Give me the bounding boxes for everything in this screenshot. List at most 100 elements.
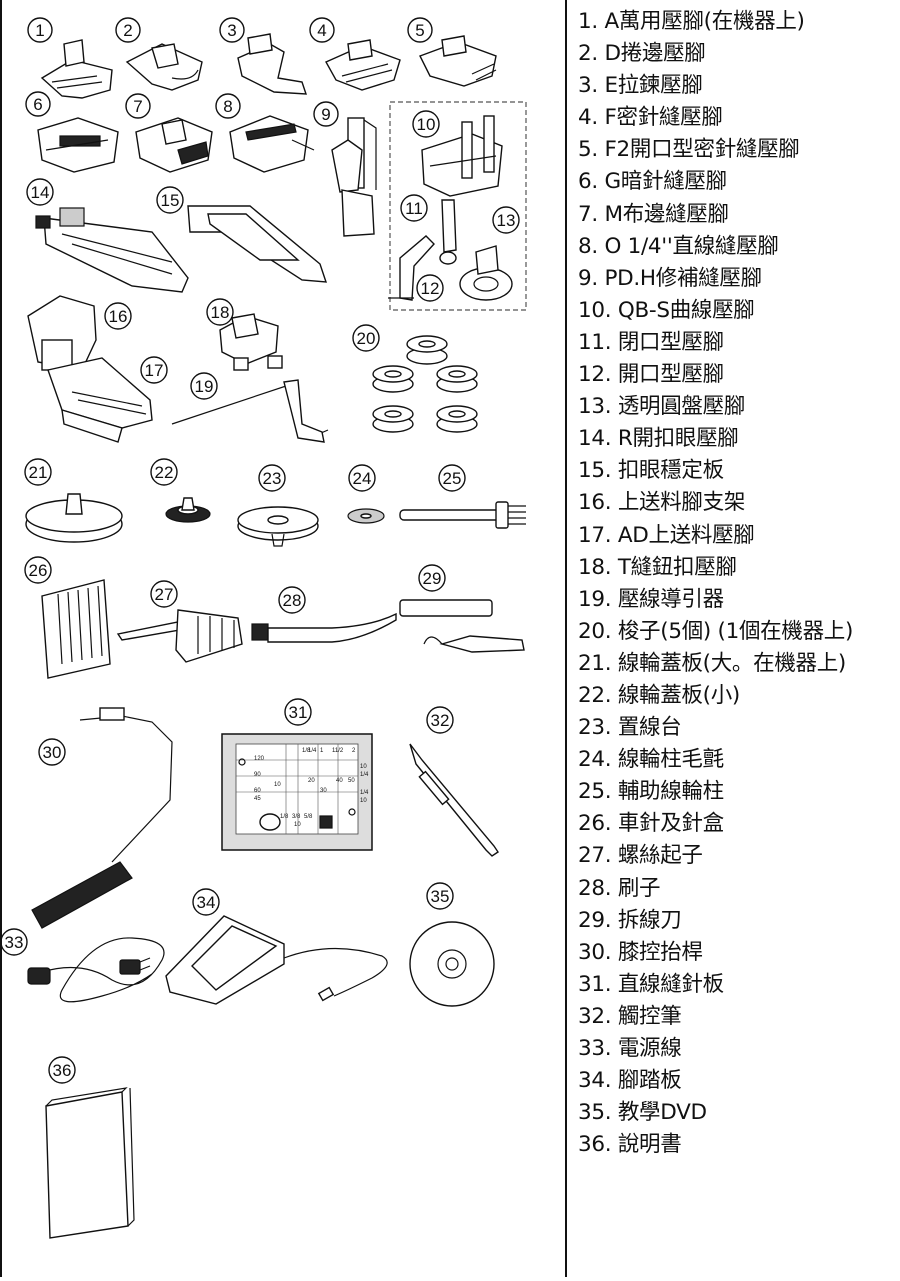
bobbin xyxy=(406,335,448,365)
plate-mark: 1/4 xyxy=(360,772,369,778)
plate-mark: 60 xyxy=(254,788,261,794)
touch-stylus xyxy=(409,743,499,857)
callout-17: 17 xyxy=(140,356,168,384)
auxiliary-spool-pin xyxy=(399,501,526,529)
svg-text:25: 25 xyxy=(443,469,462,488)
list-item: 23. 置線台 xyxy=(578,715,682,741)
bobbin-set xyxy=(372,335,478,433)
plate-mark: 10 xyxy=(294,822,301,828)
svg-text:33: 33 xyxy=(5,933,24,952)
svg-text:29: 29 xyxy=(423,569,442,588)
list-item: 8. O 1/4''直線縫壓腳 xyxy=(578,233,779,259)
svg-text:6: 6 xyxy=(33,95,42,114)
presser-foot-a xyxy=(40,39,113,99)
plate-mark: 11/2 xyxy=(332,748,344,754)
svg-text:3: 3 xyxy=(227,21,236,40)
list-item: 14. R開扣眼壓腳 xyxy=(578,426,739,452)
bobbin xyxy=(436,365,478,393)
list-item: 29. 拆線刀 xyxy=(578,907,682,933)
callout-5: 5 xyxy=(407,17,433,43)
illustration-panel: 1/8 1/4 1 11/2 2 120 90 60 45 20 40 50 1… xyxy=(0,0,567,1277)
callout-14: 14 xyxy=(26,178,54,206)
callout-18: 18 xyxy=(206,298,234,326)
list-item: 22. 線輪蓋板(小) xyxy=(578,682,741,708)
list-item: 27. 螺絲起子 xyxy=(578,843,703,869)
presser-foot-qbs xyxy=(421,115,503,197)
svg-text:21: 21 xyxy=(29,463,48,482)
svg-text:15: 15 xyxy=(161,191,180,210)
plate-mark: 20 xyxy=(308,778,315,784)
callout-34: 34 xyxy=(192,888,220,916)
screwdriver xyxy=(116,609,243,663)
svg-text:20: 20 xyxy=(357,329,376,348)
svg-text:27: 27 xyxy=(155,585,174,604)
list-item: 20. 梭子(5個) (1個在機器上) xyxy=(578,618,854,644)
list-item: 11. 閉口型壓腳 xyxy=(578,329,724,355)
list-item: 28. 刷子 xyxy=(578,875,661,901)
presser-foot-g xyxy=(37,117,119,173)
callout-1: 1 xyxy=(27,17,53,43)
callout-21: 21 xyxy=(24,458,52,486)
callout-16: 16 xyxy=(104,302,132,330)
callout-11: 11 xyxy=(400,194,428,222)
callout-19: 19 xyxy=(190,372,218,400)
svg-text:4: 4 xyxy=(317,21,326,40)
list-item: 4. F密針縫壓腳 xyxy=(578,105,723,131)
plate-mark: 45 xyxy=(254,796,261,802)
list-item: 34. 腳踏板 xyxy=(578,1068,682,1094)
plate-mark: 1 xyxy=(320,748,324,754)
svg-text:8: 8 xyxy=(223,97,232,116)
plate-mark: 1/8 xyxy=(280,814,289,820)
plate-mark: 1/4 xyxy=(308,748,317,754)
needle-case xyxy=(41,579,111,679)
bobbin xyxy=(372,405,414,433)
list-item: 16. 上送料腳支架 xyxy=(578,490,746,516)
list-item: 30. 膝控抬桿 xyxy=(578,939,703,965)
list-item: 7. M布邊縫壓腳 xyxy=(578,201,729,227)
callout-12: 12 xyxy=(416,274,444,302)
svg-text:18: 18 xyxy=(211,303,230,322)
walking-foot-holder xyxy=(27,295,97,371)
list-item: 13. 透明圓盤壓腳 xyxy=(578,394,746,420)
plate-mark: 1/4 xyxy=(360,790,369,796)
svg-text:34: 34 xyxy=(197,893,216,912)
callout-22: 22 xyxy=(150,458,178,486)
list-item: 19. 壓線導引器 xyxy=(578,586,724,612)
spool-pin-felt xyxy=(347,508,385,524)
plate-mark: 5/8 xyxy=(304,814,313,820)
knee-lifter xyxy=(31,707,173,929)
clear-disk-foot xyxy=(459,245,513,301)
presser-foot-e xyxy=(237,33,307,95)
callout-32: 32 xyxy=(426,706,454,734)
svg-text:16: 16 xyxy=(109,307,128,326)
instruction-dvd xyxy=(409,921,495,1007)
buttonhole-stabilizer-plate xyxy=(187,205,327,283)
callout-6: 6 xyxy=(25,91,51,117)
callout-25: 25 xyxy=(438,464,466,492)
callout-31: 31 xyxy=(284,698,312,726)
svg-text:7: 7 xyxy=(133,97,142,116)
list-item: 10. QB-S曲線壓腳 xyxy=(578,297,755,323)
power-cord xyxy=(27,937,165,1003)
svg-text:23: 23 xyxy=(263,469,282,488)
svg-text:28: 28 xyxy=(283,591,302,610)
list-item: 25. 輔助線輪柱 xyxy=(578,779,724,805)
list-item: 33. 電源線 xyxy=(578,1036,682,1061)
foot-control xyxy=(165,915,388,1005)
svg-text:1: 1 xyxy=(35,21,44,40)
buttonhole-foot-r xyxy=(35,207,189,293)
list-item: 21. 線輪蓋板(大。在機器上) xyxy=(578,650,847,676)
plate-mark: 3/8 xyxy=(292,814,301,820)
list-item: 35. 教學DVD xyxy=(578,1100,707,1126)
plate-mark: 120 xyxy=(254,756,265,762)
list-item: 17. AD上送料壓腳 xyxy=(578,522,755,548)
callout-15: 15 xyxy=(156,186,184,214)
callout-24: 24 xyxy=(348,464,376,492)
presser-foot-m xyxy=(135,117,213,173)
svg-text:5: 5 xyxy=(415,21,424,40)
presser-foot-pdh xyxy=(331,117,377,237)
callout-20: 20 xyxy=(352,324,380,352)
svg-text:35: 35 xyxy=(431,887,450,906)
list-item: 1. A萬用壓腳(在機器上) xyxy=(578,9,805,34)
svg-text:11: 11 xyxy=(405,199,423,218)
